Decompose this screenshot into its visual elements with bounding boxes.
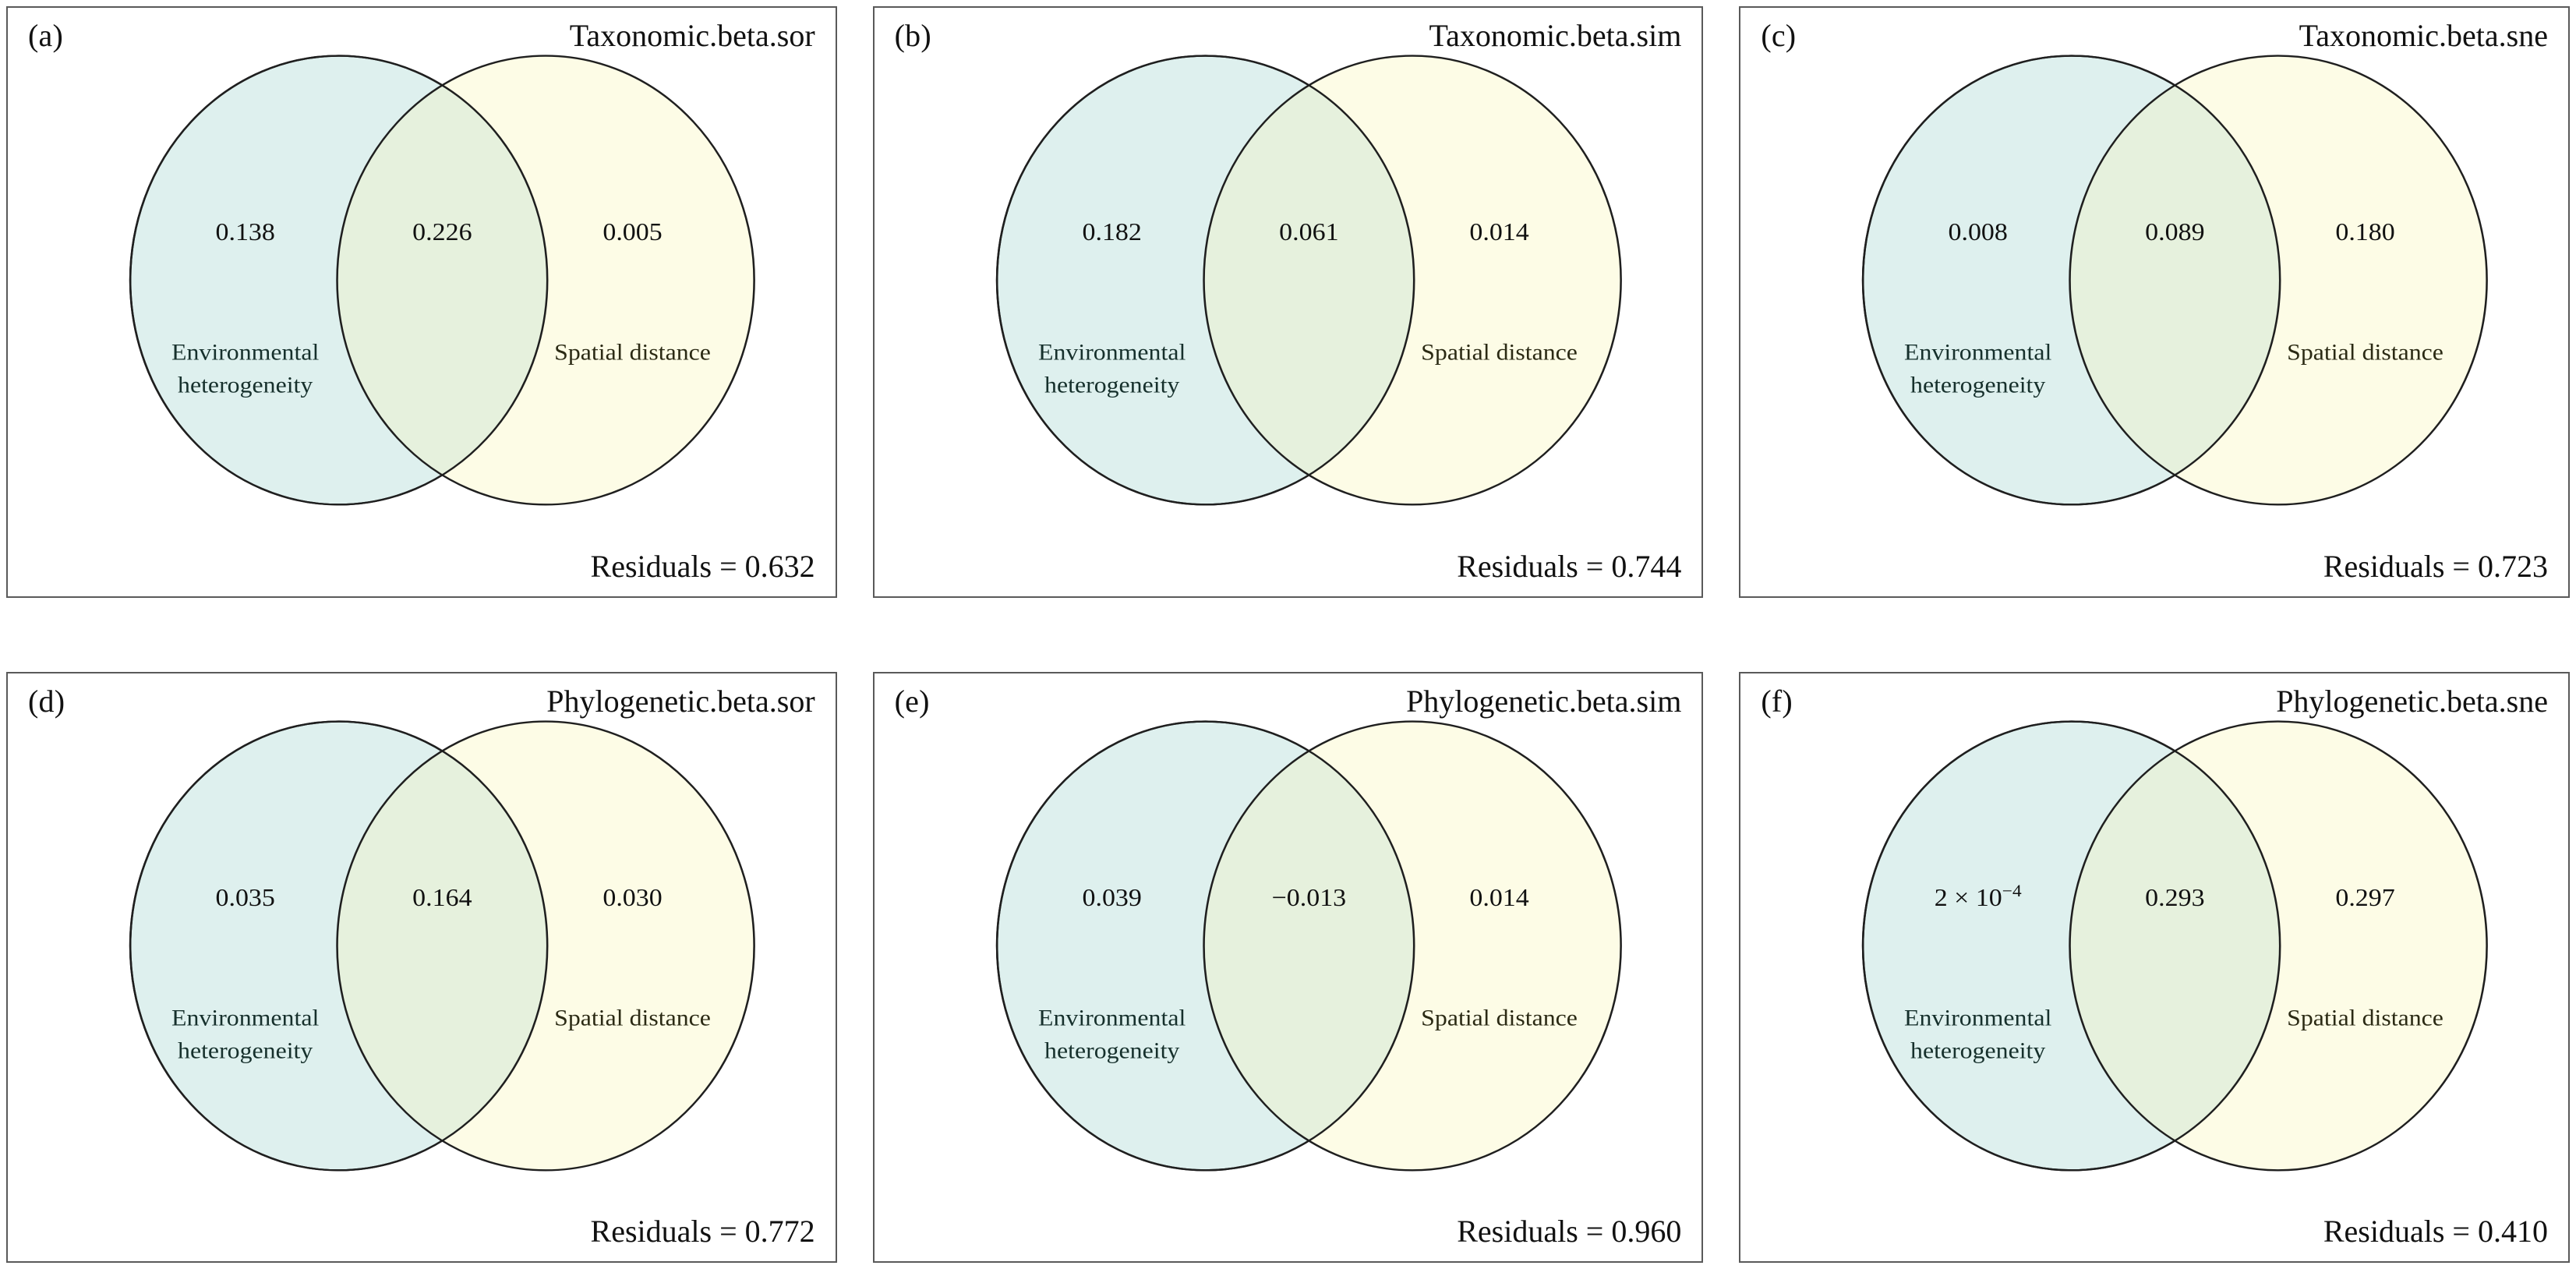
panel-f: (f) Phylogenetic.beta.sne 2 × 10−4 0.293… [1739, 671, 2570, 1263]
venn-set-label-left-line2-a: heterogeneity [178, 372, 313, 398]
residuals-f: Residuals = 0.410 [2323, 1214, 2548, 1249]
venn-value-right-d: 0.030 [602, 884, 662, 911]
panel-title-e: Phylogenetic.beta.sim [1406, 683, 1682, 719]
panel-letter-b: (b) [894, 18, 931, 53]
venn-set-label-left-line1-c: Environmental [1904, 340, 2051, 366]
venn-set-label-left-line1-d: Environmental [171, 1005, 319, 1030]
panel-letter-e: (e) [894, 683, 930, 719]
venn-value-left-f-exponent: −4 [2002, 881, 2022, 900]
venn-value-right-e: 0.014 [1469, 884, 1528, 911]
panel-d: (d) Phylogenetic.beta.sor 0.035 0.164 0.… [6, 671, 837, 1263]
venn-value-left-f-base: 2 × 10 [1935, 884, 2002, 911]
venn-set-label-left-line2-d: heterogeneity [178, 1037, 313, 1063]
residuals-d: Residuals = 0.772 [590, 1214, 815, 1249]
panel-b: (b) Taxonomic.beta.sim 0.182 0.061 0.014… [872, 6, 1704, 598]
residuals-b: Residuals = 0.744 [1457, 548, 1682, 584]
venn-set-label-left-line2-b: heterogeneity [1044, 372, 1180, 398]
venn-value-left-e: 0.039 [1082, 884, 1141, 911]
venn-value-right-c: 0.180 [2336, 219, 2395, 246]
venn-set-label-left-line2-f: heterogeneity [1910, 1037, 2046, 1063]
venn-set-label-left-line1-b: Environmental [1038, 340, 1186, 366]
venn-set-label-right-c: Spatial distance [2288, 340, 2444, 366]
venn-value-right-b: 0.014 [1469, 219, 1528, 246]
venn-diagram-c: 0.008 0.089 0.180 Environmental heteroge… [1740, 8, 2568, 596]
venn-set-label-left-line2-e: heterogeneity [1044, 1037, 1180, 1063]
venn-value-overlap-e: −0.013 [1271, 884, 1346, 911]
venn-set-label-right-e: Spatial distance [1421, 1005, 1578, 1030]
venn-value-overlap-d: 0.164 [412, 884, 472, 911]
venn-value-overlap-b: 0.061 [1279, 219, 1338, 246]
residuals-a: Residuals = 0.632 [590, 548, 815, 584]
panel-letter-d: (d) [28, 683, 65, 719]
panel-c: (c) Taxonomic.beta.sne 0.008 0.089 0.180… [1739, 6, 2570, 598]
venn-value-left-c: 0.008 [1949, 219, 2008, 246]
panel-a: (a) Taxonomic.beta.sor 0.138 0.226 0.005… [6, 6, 837, 598]
venn-set-label-right-d: Spatial distance [554, 1005, 711, 1030]
venn-value-left-d: 0.035 [215, 884, 274, 911]
venn-value-left-f: 2 × 10−4 [1935, 881, 2022, 911]
venn-value-overlap-a: 0.226 [412, 219, 472, 246]
venn-set-label-right-a: Spatial distance [554, 340, 711, 366]
panel-title-b: Taxonomic.beta.sim [1429, 18, 1682, 53]
venn-set-label-left-line1-e: Environmental [1038, 1005, 1186, 1030]
venn-value-left-b: 0.182 [1082, 219, 1141, 246]
panel-title-c: Taxonomic.beta.sne [2299, 18, 2548, 53]
venn-diagram-d: 0.035 0.164 0.030 Environmental heteroge… [8, 673, 836, 1262]
venn-diagram-b: 0.182 0.061 0.014 Environmental heteroge… [875, 8, 1702, 596]
venn-diagram-e: 0.039 −0.013 0.014 Environmental heterog… [875, 673, 1702, 1262]
panel-e: (e) Phylogenetic.beta.sim 0.039 −0.013 0… [872, 671, 1704, 1263]
venn-diagram-f: 2 × 10−4 0.293 0.297 Environmental heter… [1740, 673, 2568, 1262]
venn-value-overlap-f: 0.293 [2145, 884, 2204, 911]
residuals-e: Residuals = 0.960 [1457, 1214, 1682, 1249]
venn-set-label-left-line1-f: Environmental [1904, 1005, 2051, 1030]
panel-letter-a: (a) [28, 18, 63, 53]
venn-set-label-right-f: Spatial distance [2288, 1005, 2444, 1030]
venn-value-overlap-c: 0.089 [2145, 219, 2204, 246]
venn-set-label-left-line1-a: Environmental [171, 340, 319, 366]
venn-set-label-left-line2-c: heterogeneity [1910, 372, 2046, 398]
venn-value-right-f: 0.297 [2336, 884, 2395, 911]
panel-title-f: Phylogenetic.beta.sne [2276, 683, 2548, 719]
venn-value-left-a: 0.138 [215, 219, 274, 246]
residuals-c: Residuals = 0.723 [2323, 548, 2548, 584]
venn-value-right-a: 0.005 [602, 219, 662, 246]
venn-diagram-a: 0.138 0.226 0.005 Environmental heteroge… [8, 8, 836, 596]
venn-set-label-right-b: Spatial distance [1421, 340, 1578, 366]
panel-title-a: Taxonomic.beta.sor [569, 18, 815, 53]
panel-letter-c: (c) [1761, 18, 1797, 53]
panel-letter-f: (f) [1761, 683, 1793, 719]
panel-title-d: Phylogenetic.beta.sor [546, 683, 815, 719]
